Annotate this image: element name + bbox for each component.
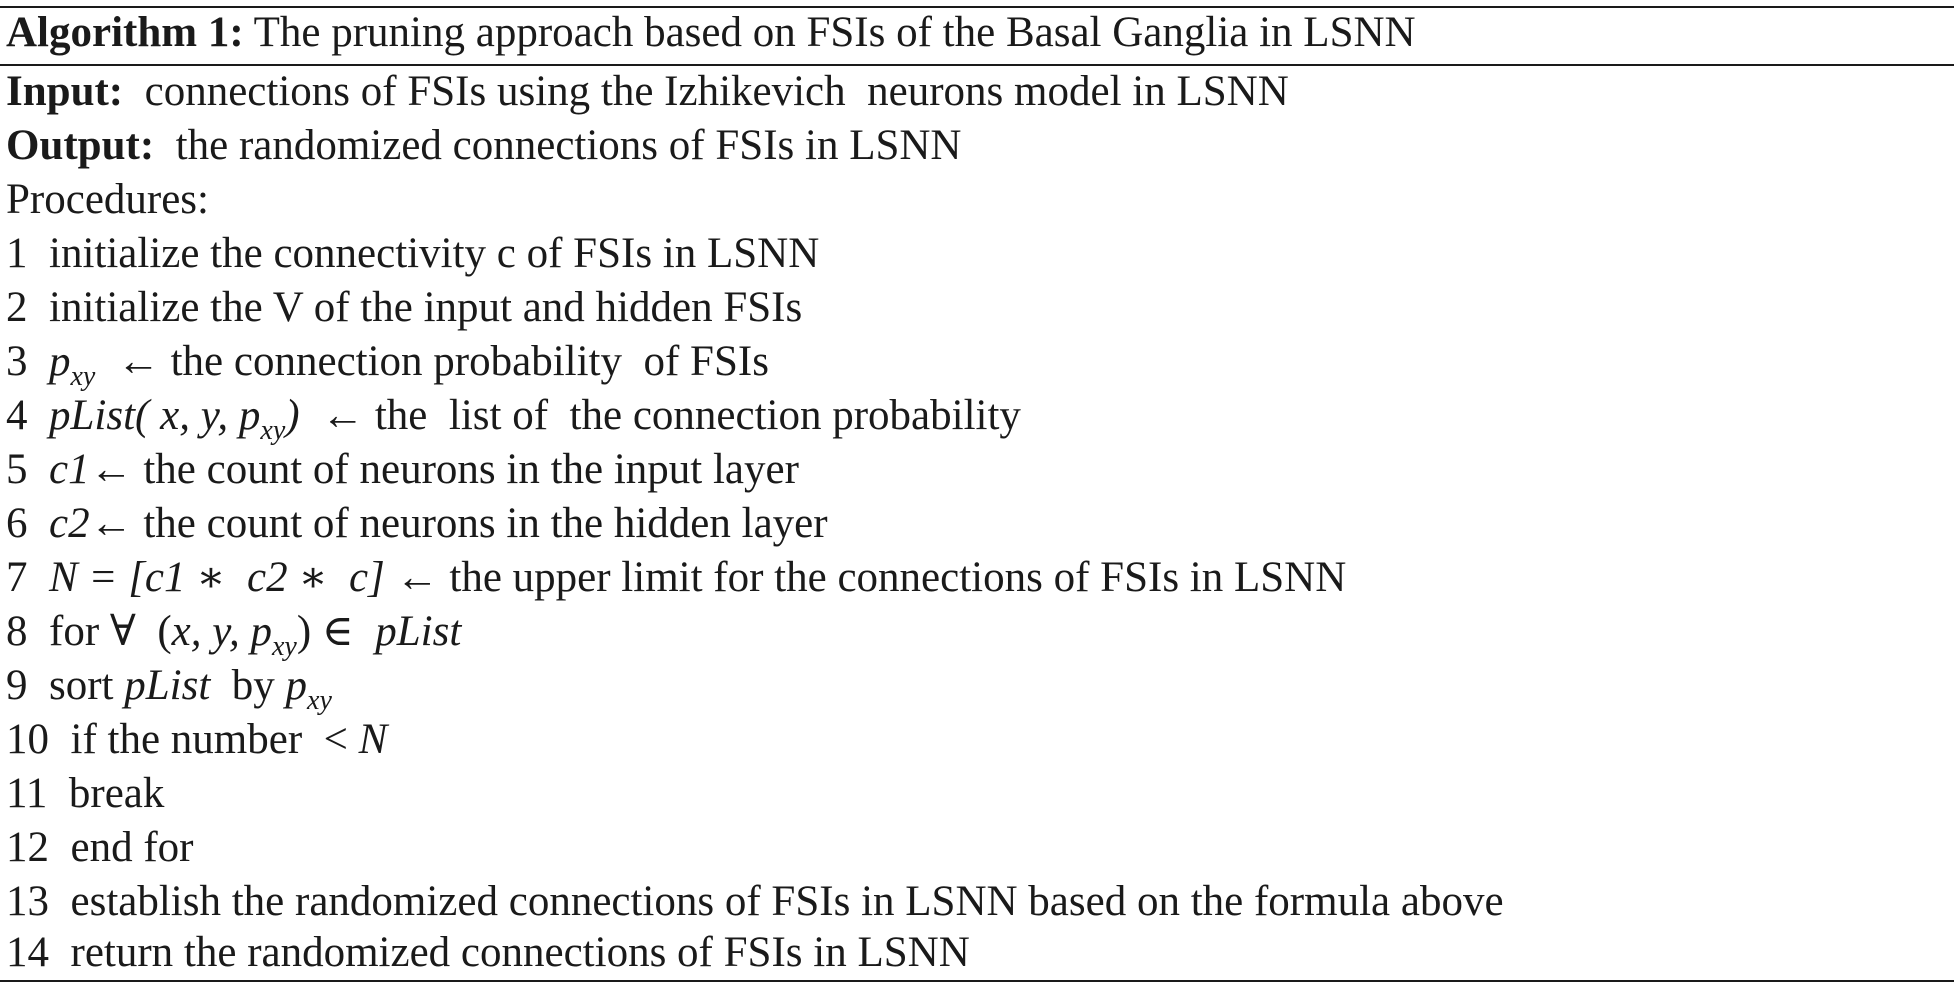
input-line: Input: connections of FSIs using the Izh…	[6, 65, 1289, 119]
step-2: 2 initialize the V of the input and hidd…	[6, 281, 802, 335]
procedures-heading: Procedures:	[6, 176, 209, 223]
math-subscript: xy	[307, 685, 332, 716]
step-9: 9 sort pList by pxy	[6, 659, 332, 716]
step-number: 3	[6, 338, 28, 385]
math-var: c1	[49, 446, 90, 493]
math-var-p: p	[49, 338, 71, 385]
math-var: c2	[49, 500, 90, 547]
input-label: Input:	[6, 68, 124, 115]
step-text: ← the upper limit for the connections of…	[384, 554, 1347, 601]
step-number: 13	[6, 878, 49, 925]
step-text: sort	[27, 662, 125, 709]
step-1: 1 initialize the connectivity c of FSIs …	[6, 227, 819, 281]
step-number: 2	[6, 284, 28, 331]
step-number: 5	[6, 446, 28, 493]
step-number: 7	[6, 554, 28, 601]
step-text: end for	[49, 824, 194, 871]
step-text: initialize the V of the input and hidden…	[27, 284, 803, 331]
step-number: 9	[6, 662, 28, 709]
step-14: 14 return the randomized connections of …	[6, 926, 970, 980]
step-13: 13 establish the randomized connections …	[6, 875, 1504, 929]
math-expression: pList	[375, 608, 462, 655]
step-5: 5 c1← the count of neurons in the input …	[6, 443, 799, 497]
output-line: Output: the randomized connections of FS…	[6, 119, 961, 173]
step-10: 10 if the number < N	[6, 713, 387, 767]
step-11: 11 break	[6, 767, 164, 821]
step-text: ← the connection probability of FSIs	[95, 338, 769, 385]
top-rule	[0, 6, 1954, 8]
step-number: 14	[6, 929, 49, 976]
step-6: 6 c2← the count of neurons in the hidden…	[6, 497, 828, 551]
math-expression: pList	[124, 662, 211, 709]
caption-text: The pruning approach based on FSIs of th…	[243, 9, 1416, 56]
step-text: ) ∈	[296, 608, 376, 655]
step-number: 1	[6, 230, 28, 277]
input-text: connections of FSIs using the Izhikevich…	[123, 68, 1289, 115]
step-number: 8	[6, 608, 28, 655]
bottom-rule	[0, 980, 1954, 982]
math-expression-close: )	[285, 392, 300, 439]
step-number: 10	[6, 716, 49, 763]
step-text: by	[210, 662, 286, 709]
output-text: the randomized connections of FSIs in LS…	[154, 122, 962, 169]
step-12: 12 end for	[6, 821, 193, 875]
step-text: initialize the connectivity c of FSIs in…	[27, 230, 820, 277]
step-text: return the randomized connections of FSI…	[49, 929, 970, 976]
step-text: establish the randomized connections of …	[49, 878, 1504, 925]
math-var-p: p	[285, 662, 308, 709]
step-number: 12	[6, 824, 49, 871]
step-8: 8 for ∀ (x, y, pxy) ∈ pList	[6, 605, 462, 662]
step-text: if the number <	[49, 716, 359, 763]
math-subscript: xy	[271, 631, 297, 662]
caption-label: Algorithm 1:	[6, 9, 244, 56]
step-3: 3 pxy ← the connection probability of FS…	[6, 335, 769, 392]
math-subscript: xy	[260, 415, 286, 446]
math-var: N	[358, 716, 388, 763]
math-expression: pList( x, y, p	[49, 392, 261, 439]
step-text: ← the list of the connection probability	[299, 392, 1021, 439]
math-subscript: xy	[70, 361, 96, 392]
output-label: Output:	[6, 122, 155, 169]
step-number: 11	[6, 770, 48, 817]
algorithm-caption: Algorithm 1: The pruning approach based …	[6, 6, 1416, 60]
step-number: 4	[6, 392, 28, 439]
math-expression: x, y, p	[171, 608, 272, 655]
math-expression: N = [c1 ∗ c2 ∗ c]	[49, 554, 385, 601]
caption-rule	[0, 64, 1954, 66]
step-number: 6	[6, 500, 28, 547]
step-text: for ∀ (	[27, 608, 172, 655]
step-text: break	[47, 770, 165, 817]
step-text: ← the count of neurons in the input laye…	[89, 446, 799, 493]
step-7: 7 N = [c1 ∗ c2 ∗ c] ← the upper limit fo…	[6, 551, 1346, 605]
step-text: ← the count of neurons in the hidden lay…	[89, 500, 828, 547]
step-4: 4 pList( x, y, pxy) ← the list of the co…	[6, 389, 1021, 446]
